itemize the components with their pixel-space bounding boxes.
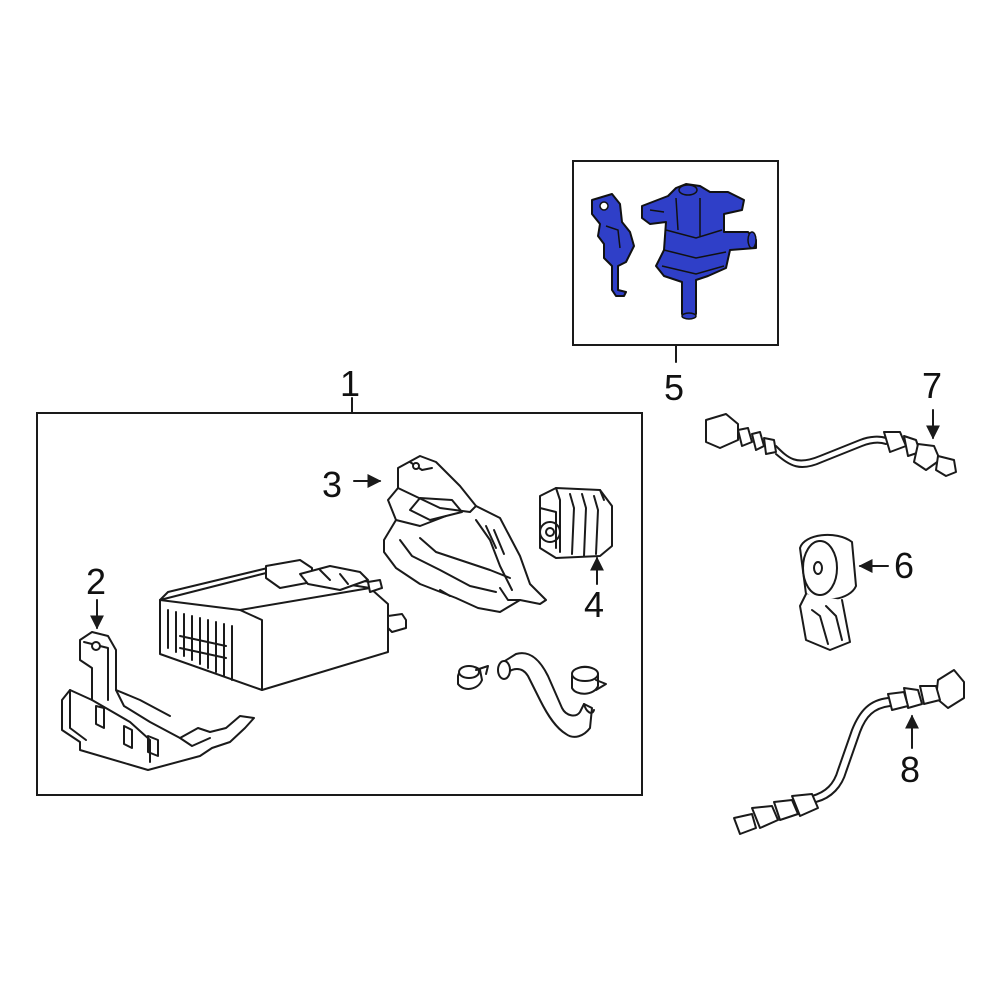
hose-clamp-right[interactable] <box>571 665 607 695</box>
vapor-hose[interactable] <box>497 652 595 738</box>
callout-3: 3 <box>322 464 342 505</box>
valve-bracket-shape <box>591 193 635 297</box>
knock-sensor[interactable] <box>799 533 857 651</box>
callout-5: 5 <box>664 367 684 408</box>
callout-8: 8 <box>900 749 920 790</box>
callout-7: 7 <box>922 365 942 406</box>
upstream-oxygen-sensor[interactable] <box>705 413 957 477</box>
canister-mount-bracket[interactable] <box>383 455 547 613</box>
canister-bracket[interactable] <box>61 631 255 771</box>
purge-valve-bracket[interactable] <box>591 193 635 297</box>
purge-valve-frame <box>572 160 779 363</box>
hose-clamp-left[interactable] <box>457 665 489 690</box>
vent-filter[interactable] <box>539 487 613 559</box>
canister-assembly-frame <box>36 397 643 796</box>
callout-2: 2 <box>86 561 106 602</box>
callout-1: 1 <box>340 363 360 404</box>
valve-body-shape <box>641 183 757 319</box>
purge-valve[interactable] <box>641 183 757 320</box>
downstream-oxygen-sensor[interactable] <box>733 669 965 835</box>
callout-6: 6 <box>894 545 914 586</box>
callout-4: 4 <box>584 584 604 625</box>
charcoal-canister[interactable] <box>159 559 407 691</box>
